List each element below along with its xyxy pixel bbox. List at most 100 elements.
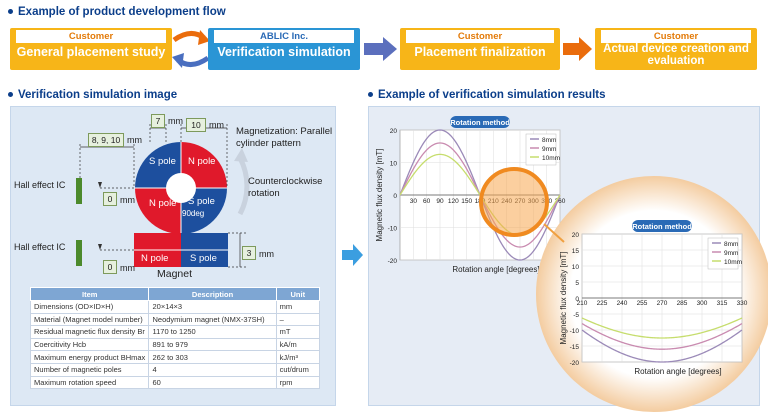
table-cell: 891 to 979: [148, 337, 277, 352]
loop-arrows-icon: [172, 30, 210, 68]
y-tick-label: 0: [393, 193, 397, 200]
x-tick-label: 60: [423, 198, 431, 205]
series-line: [581, 323, 743, 350]
table-cell: 20×14×3: [148, 300, 277, 314]
x-tick-label: 270: [657, 300, 668, 307]
table-cell: kJ/m³: [275, 350, 321, 364]
arrow-right-icon: [342, 244, 363, 266]
pole-label: S pole: [188, 196, 215, 207]
series-line: [581, 317, 743, 339]
sim-image-title: Verification simulation image: [8, 89, 177, 101]
bullet-icon: [8, 9, 13, 15]
flow-step-1: Customer General placement study: [10, 28, 172, 70]
y-tick-label: -20: [570, 360, 580, 367]
table-cell: Material (Magnet model number): [29, 312, 150, 327]
x-tick-label: 240: [617, 300, 628, 307]
pole-label: S pole: [149, 156, 176, 167]
table-header: Unit: [275, 287, 321, 301]
hall-ic-bottom-label: Hall effect IC: [14, 242, 66, 252]
dim-height: 3: [242, 246, 256, 260]
chart-title-pill: [632, 220, 692, 232]
flow-step-4: Customer Actual device creation and eval…: [595, 28, 757, 70]
legend-label: 8mm: [724, 241, 738, 248]
dim-unit: mm: [209, 120, 224, 130]
x-tick-label: 210: [577, 300, 588, 307]
table-cell: rpm: [275, 375, 321, 390]
pole-label: N pole: [188, 156, 216, 167]
legend-label: 9mm: [724, 250, 738, 257]
ring-quadrant-n-bottom: [135, 188, 181, 234]
table-cell: Coercitivity Hcb: [29, 337, 150, 352]
flow-step-label: Placement finalization: [414, 45, 546, 59]
table-row: Material (Magnet model number)Neodymium …: [29, 312, 321, 327]
x-tick-label: 300: [697, 300, 708, 307]
table-header: Item: [29, 287, 150, 301]
dim-inner-width: 7: [151, 114, 165, 128]
bullet-icon: [8, 92, 13, 98]
table-cell: kA/m: [275, 337, 321, 352]
dim-unit: mm: [127, 135, 142, 145]
y-tick-label: 15: [572, 248, 580, 255]
dim-zero-bottom: 0: [103, 260, 117, 274]
y-tick-label: 5: [575, 280, 579, 287]
legend-label: 10mm: [542, 155, 560, 162]
flow-step-label: General placement study: [16, 45, 166, 59]
zoom-lens: [479, 167, 565, 243]
y-tick-label: -15: [570, 344, 580, 351]
x-tick-label: 30: [410, 198, 418, 205]
chart-title: Rotation method: [632, 222, 692, 231]
series-line: [581, 329, 743, 363]
hall-ic-bottom: [76, 240, 82, 266]
y-tick-label: 10: [390, 161, 398, 168]
ring-quadrant-n-top: [181, 142, 227, 188]
dim-unit: mm: [120, 263, 135, 273]
table-cell: Dimensions (OD×ID×H): [29, 300, 150, 314]
pole-label: S pole: [190, 253, 217, 264]
y-tick-label: -10: [570, 328, 580, 335]
table-cell: 60: [148, 375, 277, 390]
table-header: Description: [148, 287, 277, 301]
dim-hall-distance: 8, 9, 10: [88, 133, 124, 147]
y-tick-label: 20: [390, 128, 398, 135]
y-tick-label: -5: [573, 312, 579, 319]
dim-unit: mm: [168, 116, 183, 126]
x-tick-label: 120: [448, 198, 459, 205]
magnet-diagram: [76, 124, 250, 268]
results-title: Example of verification simulation resul…: [368, 89, 606, 101]
rotation-arc: [237, 156, 250, 216]
flow-step-label: Verification simulation: [217, 45, 351, 59]
flow-step-actor: Customer: [601, 30, 751, 43]
legend-label: 10mm: [724, 259, 742, 266]
flow-step-actor: Customer: [406, 30, 554, 43]
spec-table: Item Description Unit Dimensions (OD×ID×…: [29, 287, 321, 390]
dim-unit: mm: [120, 195, 135, 205]
flow-step-label: Actual device creation and evaluation: [603, 43, 749, 67]
spec-table-wrapper: Item Description Unit Dimensions (OD×ID×…: [29, 287, 321, 390]
x-tick-label: 225: [597, 300, 608, 307]
y-tick-label: 20: [572, 232, 580, 239]
dim-zero-top: 0: [103, 192, 117, 206]
y-axis-label: Magnetic flux density [mT]: [559, 252, 568, 345]
magnetization-label: Magnetization: Parallel cylinder pattern: [236, 126, 333, 149]
y-tick-label: 10: [572, 264, 580, 271]
ring-quadrant-s-top: [135, 142, 181, 188]
pole-label: N pole: [141, 253, 169, 264]
x-tick-label: 315: [717, 300, 728, 307]
x-tick-label: 255: [637, 300, 648, 307]
chart-title-pill: [450, 116, 510, 128]
x-tick-label: 285: [677, 300, 688, 307]
pole-label: N pole: [149, 198, 177, 209]
table-cell: mm: [275, 300, 321, 314]
flow-step-actor: ABLIC Inc.: [214, 30, 354, 43]
y-axis-label: Magnetic flux density [mT]: [375, 149, 384, 242]
table-cell: cut/drum: [275, 362, 321, 377]
chart-title: Rotation method: [450, 118, 510, 127]
